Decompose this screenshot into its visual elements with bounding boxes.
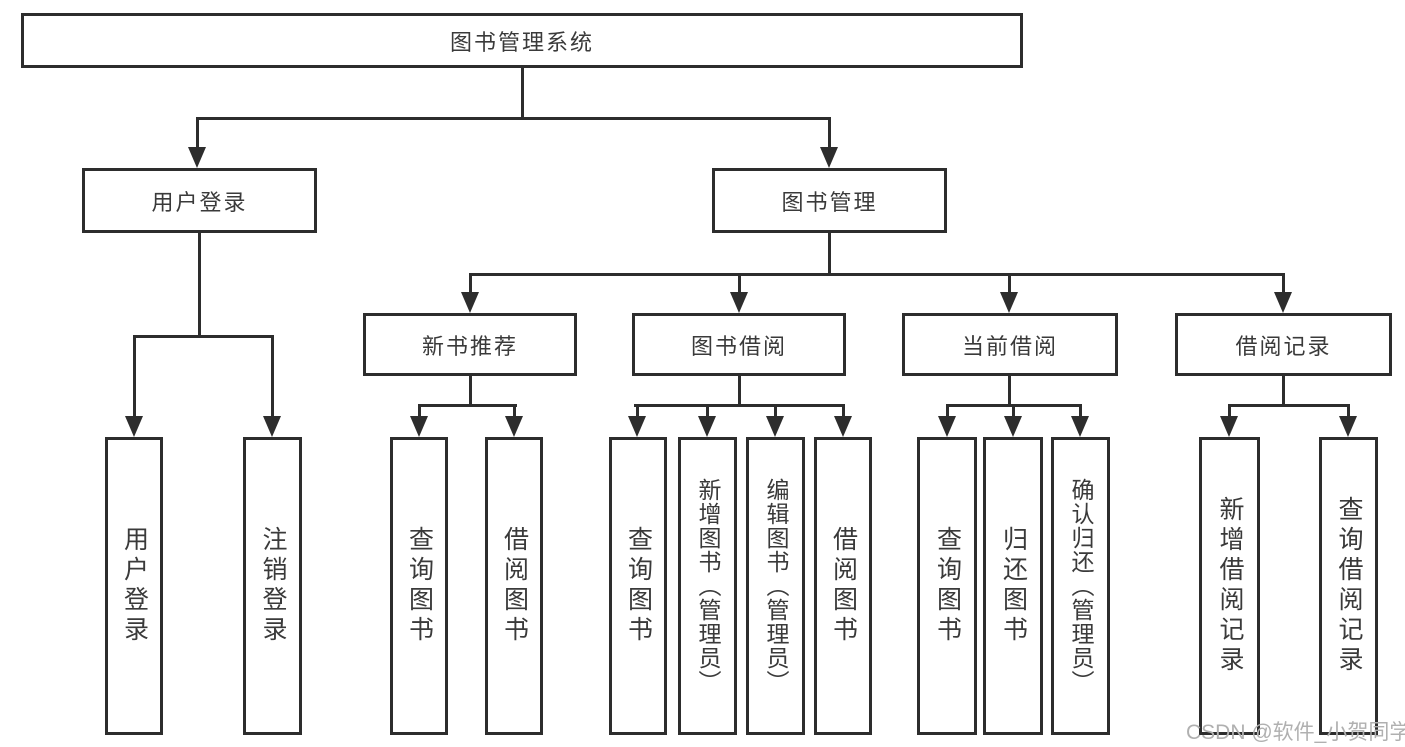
node-leaf-query-books-borrow: 查询图书: [609, 437, 667, 735]
connector-line: [634, 404, 845, 407]
watermark: CSDN @软件_小贺同学: [1186, 721, 1405, 744]
node-leaf-add-books-admin: 新增图书（管理员）: [678, 437, 737, 735]
node-user-login-group: 用户登录: [82, 168, 317, 233]
connector-line: [828, 117, 831, 159]
node-borrow-record: 借阅记录: [1175, 313, 1392, 376]
node-label: 用户登录: [120, 526, 149, 646]
arrow-down-icon: [1339, 416, 1357, 437]
connector-line: [828, 231, 831, 276]
node-label: 新增图书（管理员）: [695, 478, 721, 694]
arrow-down-icon: [938, 416, 956, 437]
arrow-down-icon: [834, 416, 852, 437]
arrow-down-icon: [461, 292, 479, 313]
node-label: 用户登录: [151, 189, 248, 215]
connector-line: [738, 374, 741, 407]
node-label: 借阅图书: [829, 526, 858, 646]
node-label: 新增借阅记录: [1216, 496, 1244, 676]
node-label: 图书借阅: [690, 333, 787, 359]
node-label: 借阅记录: [1235, 333, 1332, 359]
arrow-down-icon: [188, 147, 206, 168]
node-label: 查询图书: [405, 526, 434, 646]
arrow-down-icon: [1004, 416, 1022, 437]
connector-line: [418, 404, 517, 407]
node-leaf-query-borrow-record: 查询借阅记录: [1319, 437, 1378, 735]
node-leaf-query-books-current: 查询图书: [917, 437, 977, 735]
node-label: 编辑图书（管理员）: [763, 478, 789, 694]
arrow-down-icon: [1274, 292, 1292, 313]
arrow-down-icon: [628, 416, 646, 437]
node-new-book-recommend: 新书推荐: [363, 313, 577, 376]
node-leaf-confirm-return-admin: 确认归还（管理员）: [1051, 437, 1110, 735]
arrow-down-icon: [1220, 416, 1238, 437]
connector-line: [469, 374, 472, 407]
arrow-down-icon: [730, 292, 748, 313]
connector-line: [196, 117, 831, 120]
connector-line: [1008, 273, 1011, 306]
connector-line: [1282, 374, 1285, 407]
node-label: 新书推荐: [421, 333, 518, 359]
node-leaf-logout: 注销登录: [243, 437, 302, 735]
arrow-down-icon: [263, 416, 281, 437]
node-label: 图书管理系统: [449, 29, 594, 55]
arrow-down-icon: [1000, 292, 1018, 313]
connector-line: [133, 335, 136, 430]
connector-line: [469, 273, 472, 306]
connector-line: [469, 273, 1285, 276]
arrow-down-icon: [410, 416, 428, 437]
arrow-down-icon: [766, 416, 784, 437]
node-label: 查询借阅记录: [1335, 496, 1363, 676]
node-label: 查询图书: [933, 526, 962, 646]
node-label: 归还图书: [999, 526, 1028, 646]
node-leaf-user-login: 用户登录: [105, 437, 163, 735]
node-current-borrow: 当前借阅: [902, 313, 1118, 376]
node-leaf-borrow-books: 借阅图书: [814, 437, 872, 735]
arrow-down-icon: [820, 147, 838, 168]
arrow-down-icon: [698, 416, 716, 437]
node-leaf-return-books: 归还图书: [983, 437, 1043, 735]
connector-line: [198, 231, 201, 337]
connector-line: [1282, 273, 1285, 306]
node-label: 查询图书: [624, 526, 653, 646]
node-leaf-add-borrow-record: 新增借阅记录: [1199, 437, 1260, 735]
arrow-down-icon: [125, 416, 143, 437]
connector-line: [271, 335, 274, 430]
node-library-management-system: 图书管理系统: [21, 13, 1023, 68]
node-leaf-borrow-books-recommend: 借阅图书: [485, 437, 543, 735]
node-leaf-edit-books-admin: 编辑图书（管理员）: [746, 437, 805, 735]
node-label: 图书管理: [781, 189, 878, 215]
connector-line: [738, 273, 741, 306]
node-label: 借阅图书: [500, 526, 529, 646]
node-label: 当前借阅: [961, 333, 1058, 359]
connector-line: [1228, 404, 1350, 407]
arrow-down-icon: [1071, 416, 1089, 437]
node-book-borrow: 图书借阅: [632, 313, 846, 376]
connector-line: [133, 335, 274, 338]
arrow-down-icon: [505, 416, 523, 437]
node-book-management: 图书管理: [712, 168, 947, 233]
node-label: 确认归还（管理员）: [1068, 478, 1094, 694]
connector-line: [196, 117, 199, 159]
node-leaf-query-books-recommend: 查询图书: [390, 437, 448, 735]
node-label: 注销登录: [259, 526, 287, 646]
connector-line: [1008, 374, 1011, 407]
connector-line: [521, 66, 524, 118]
